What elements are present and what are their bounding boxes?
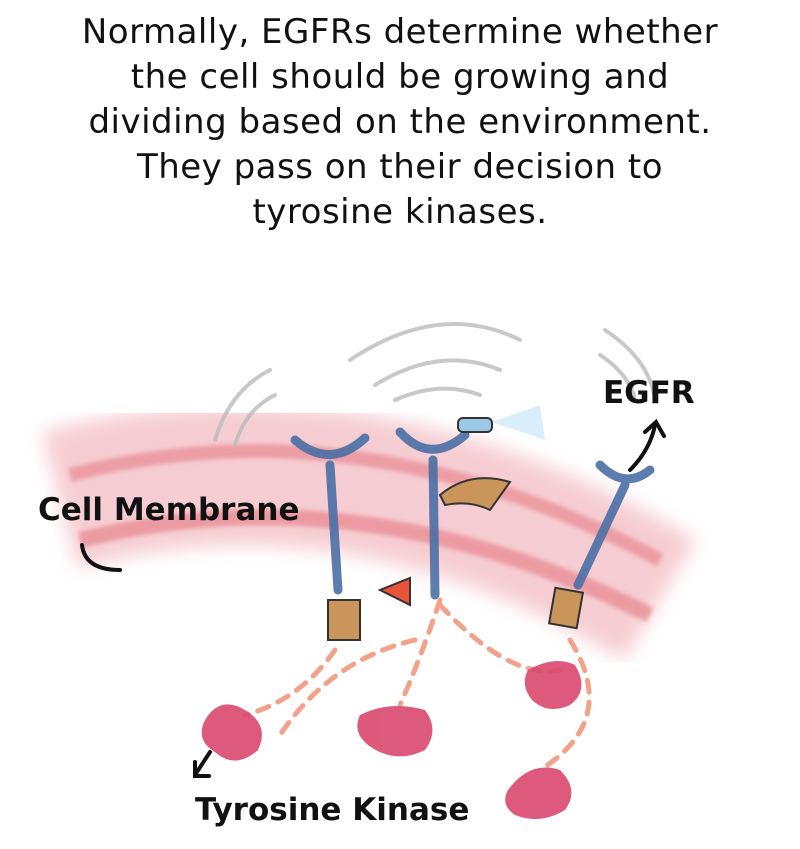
egfr-receptors: [290, 427, 655, 600]
light-beam: [492, 405, 545, 440]
caption-line: the cell should be growing and: [130, 57, 670, 97]
megaphone-icon: [377, 576, 411, 607]
caption-line: tyrosine kinases.: [252, 192, 548, 232]
cell-membrane: [41, 405, 696, 661]
membrane-pointer-curve: [80, 543, 122, 572]
caption-line: They pass on their decision to: [136, 147, 664, 187]
clipboard-icon: [438, 477, 512, 512]
receptor-characters: [327, 405, 585, 641]
tyrosine-kinase: [357, 706, 433, 757]
tyrosine-kinase: [524, 661, 582, 709]
cell-membrane-label: Cell Membrane: [38, 492, 300, 528]
caption-line: dividing based on the environment.: [88, 102, 712, 142]
note-icon: [547, 586, 585, 630]
signal-waves: [213, 322, 657, 447]
note-icon: [327, 599, 361, 641]
caption: Normally, EGFRs determine whether the ce…: [0, 10, 800, 235]
egfr-label: EGFR: [603, 375, 695, 411]
tyrosine-kinase-label: Tyrosine Kinase: [195, 792, 470, 828]
egfr-pointer-arrow: [628, 418, 666, 472]
caption-line: Normally, EGFRs determine whether: [81, 12, 719, 52]
flashlight-icon: [457, 417, 493, 433]
kinase-pointer-arrow: [193, 750, 212, 778]
tyrosine-kinase: [201, 704, 262, 761]
tyrosine-kinase: [505, 767, 572, 819]
